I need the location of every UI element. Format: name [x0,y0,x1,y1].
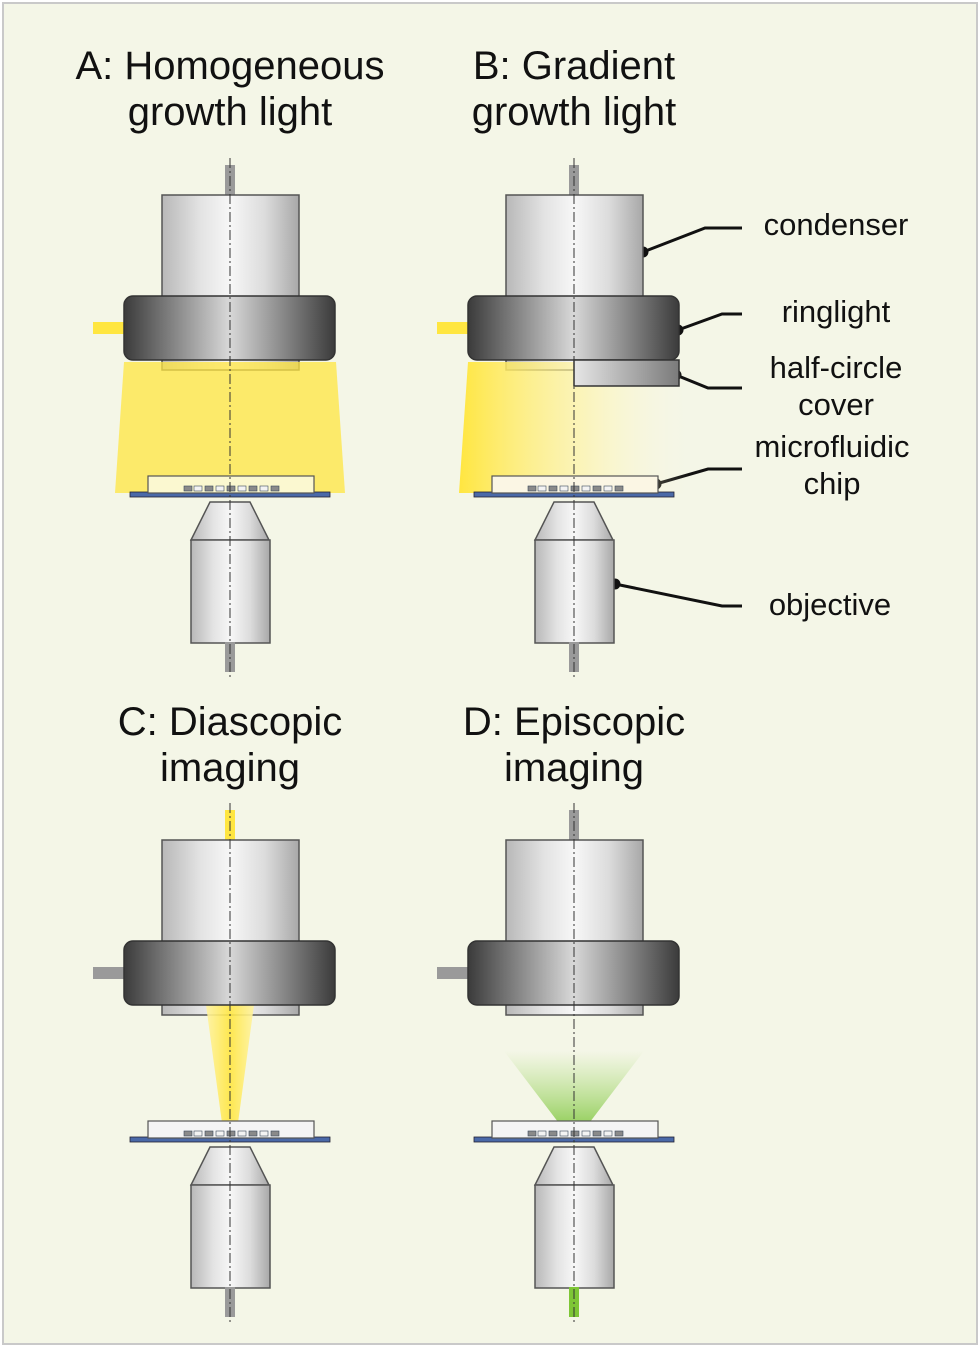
ringlight-side-port-d [437,967,470,979]
chip-channel-d-0 [527,1130,537,1137]
chip-channel-d-5 [581,1130,591,1137]
leader-ringlight [677,312,742,332]
gradient-light-beam-b [459,362,689,493]
chip-channel-b-8 [614,485,624,492]
panel-a-title-line1: A: Homogeneous [75,44,384,88]
chip-channel-a-6 [248,485,258,492]
chip-channel-b-4 [570,485,580,492]
panel-b-title-line1: B: Gradient [473,44,675,88]
microscope-a [93,158,345,680]
chip-channel-b-6 [592,485,602,492]
chip-channel-c-5 [237,1130,247,1137]
chip-channel-c-3 [215,1130,225,1137]
chip-channel-c-2 [204,1130,214,1137]
chip-channel-c-1 [193,1130,203,1137]
chip-channel-c-0 [183,1130,193,1137]
label-half-circle-cover-1: half-circle [770,350,903,385]
chip-channel-d-1 [537,1130,547,1137]
chip-channel-c-8 [270,1130,280,1137]
panel-d-title-line2: imaging [504,746,644,790]
leader-half-circle-cover [675,373,742,390]
label-condenser: condenser [764,207,909,242]
half-circle-cover-b [573,359,680,387]
chip-channel-d-2 [548,1130,558,1137]
ringlight-side-port-c [93,967,126,979]
chip-channel-c-6 [248,1130,258,1137]
chip-channel-d-4 [570,1130,580,1137]
panel-a-title-line2: growth light [128,90,333,134]
label-half-circle-cover-2: cover [798,387,874,422]
chip-channel-a-2 [204,485,214,492]
chip-channel-b-5 [581,485,591,492]
chip-channel-a-5 [237,485,247,492]
growth-light-beam-a [115,362,345,493]
label-objective: objective [769,587,891,622]
microscope-c [93,803,336,1325]
chip-channel-a-0 [183,485,193,492]
microscope-b [437,158,689,680]
microscope-d [437,803,680,1325]
chip-channel-d-6 [592,1130,602,1137]
ringlight-side-port-a [93,322,126,334]
chip-channel-b-3 [559,485,569,492]
panel-b-title-line2: growth light [472,90,677,134]
chip-channel-b-1 [537,485,547,492]
panel-c-title-line1: C: Diascopic [118,700,343,744]
chip-channel-b-2 [548,485,558,492]
leader-condenser [642,226,742,254]
leader-objective [614,582,742,608]
chip-channel-a-1 [193,485,203,492]
chip-channel-c-4 [226,1130,236,1137]
label-microfluidic-chip-1: microfluidic [754,429,909,464]
chip-channel-a-8 [270,485,280,492]
chip-channel-d-7 [603,1130,613,1137]
chip-channel-a-7 [259,485,269,492]
ringlight-side-port-b [437,322,470,334]
chip-channel-b-0 [527,485,537,492]
chip-channel-c-7 [259,1130,269,1137]
label-ringlight: ringlight [782,294,891,329]
panel-c-title-line2: imaging [160,746,300,790]
chip-channel-d-3 [559,1130,569,1137]
chip-channel-a-3 [215,485,225,492]
chip-channel-b-7 [603,485,613,492]
chip-channel-d-8 [614,1130,624,1137]
label-microfluidic-chip-2: chip [804,466,861,501]
chip-channel-a-4 [226,485,236,492]
panel-d-title-line1: D: Episcopic [463,700,685,744]
